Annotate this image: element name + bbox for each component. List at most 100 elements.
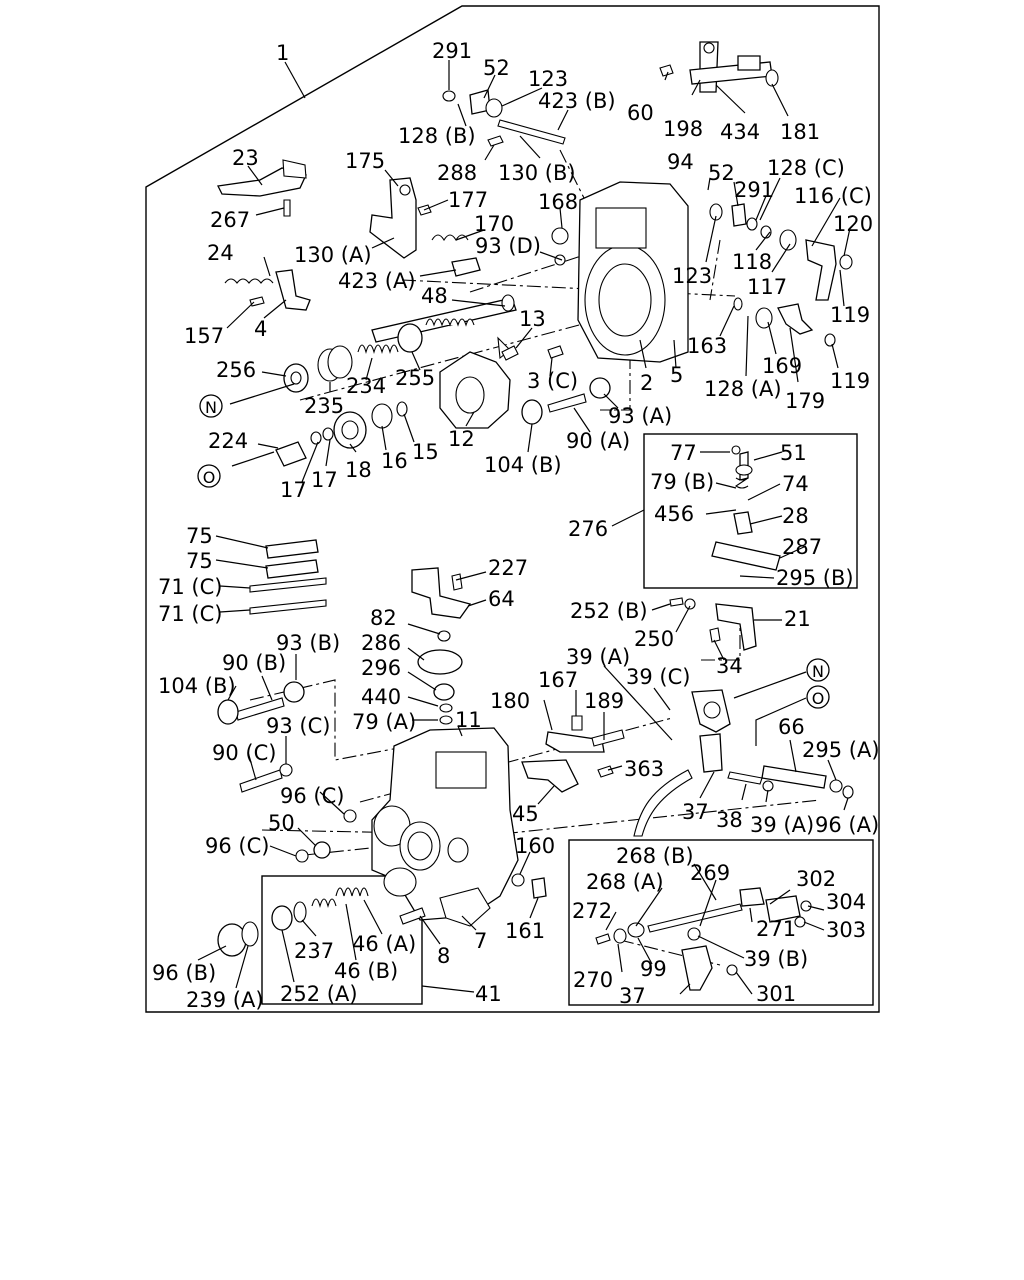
part-label: 255 — [395, 366, 435, 390]
part-label: 256 — [216, 358, 256, 382]
part-label: 90 (A) — [566, 429, 630, 453]
part-label: 96 (C) — [280, 784, 344, 808]
part-label: 93 (A) — [608, 404, 672, 428]
part-label: 52 — [483, 56, 510, 80]
part-label: 4 — [254, 317, 267, 341]
part-label: 37 — [682, 800, 709, 824]
part-label: 46 (B) — [334, 959, 398, 983]
part-label: 93 (B) — [276, 631, 340, 655]
part-label: 38 — [716, 808, 743, 832]
part-label: 28 — [782, 504, 809, 528]
part-label: 167 — [538, 668, 578, 692]
part-label: 250 — [634, 627, 674, 651]
part-label: 13 — [519, 307, 546, 331]
part-label: 8 — [437, 944, 450, 968]
part-label: 12 — [448, 427, 475, 451]
callout-o-right-text: O — [812, 689, 825, 708]
callout-n-right — [806, 658, 830, 682]
part-label: 268 (B) — [616, 844, 694, 868]
part-label: 175 — [345, 149, 385, 173]
part-label: 130 (A) — [294, 243, 372, 267]
part-label: 37 — [619, 984, 646, 1008]
part-label: 198 — [663, 117, 703, 141]
part-label: 117 — [747, 275, 787, 299]
part-label: 434 — [720, 120, 760, 144]
part-label: 276 — [568, 517, 608, 541]
part-label: 24 — [207, 241, 234, 265]
part-label: 268 (A) — [586, 870, 664, 894]
part-label: 291 — [432, 39, 472, 63]
part-label: 128 (B) — [398, 124, 476, 148]
part-label: 11 — [455, 708, 482, 732]
part-label: 64 — [488, 587, 515, 611]
part-label: 2 — [640, 371, 653, 395]
part-label: 94 — [667, 150, 694, 174]
part-label: 71 (C) — [158, 602, 222, 626]
subassembly-276-box — [643, 433, 858, 589]
part-label: 1 — [276, 41, 289, 65]
part-label: 18 — [345, 458, 372, 482]
part-label: 363 — [624, 757, 664, 781]
part-label: 163 — [687, 334, 727, 358]
part-label: 234 — [346, 374, 386, 398]
part-label: 39 (A) — [566, 645, 630, 669]
part-label: 119 — [830, 303, 870, 327]
part-label: 7 — [474, 929, 487, 953]
part-label: 60 — [627, 101, 654, 125]
part-label: 120 — [833, 212, 873, 236]
part-label: 75 — [186, 524, 213, 548]
part-label: 45 — [512, 802, 539, 826]
part-label: 301 — [756, 982, 796, 1006]
part-label: 21 — [784, 607, 811, 631]
part-label: 118 — [732, 250, 772, 274]
part-label: 227 — [488, 556, 528, 580]
part-label: 295 (B) — [776, 566, 854, 590]
part-label: 271 — [756, 917, 796, 941]
parts-drawing — [217, 41, 854, 991]
part-label: 17 — [311, 468, 338, 492]
part-label: 180 — [490, 689, 530, 713]
part-label: 237 — [294, 939, 334, 963]
part-label: 16 — [381, 449, 408, 473]
part-label: 51 — [780, 441, 807, 465]
part-label: 295 (A) — [802, 738, 880, 762]
part-label: 119 — [830, 369, 870, 393]
part-label: 82 — [370, 606, 397, 630]
diagram-frame — [145, 5, 880, 1013]
part-label: 96 (B) — [152, 961, 216, 985]
part-label: 160 — [515, 834, 555, 858]
part-label: 440 — [361, 685, 401, 709]
part-label: 189 — [584, 689, 624, 713]
part-label: 181 — [780, 120, 820, 144]
leader-lines — [197, 60, 851, 995]
part-label: 179 — [785, 389, 825, 413]
part-label: 169 — [762, 354, 802, 378]
part-label: 177 — [448, 188, 488, 212]
part-label: 99 — [640, 957, 667, 981]
callout-circles: N O N O — [197, 394, 830, 709]
callout-n-right-text: N — [812, 662, 824, 681]
part-label: 239 (A) — [186, 988, 264, 1012]
part-label: 96 (A) — [815, 813, 879, 837]
part-label: 104 (B) — [158, 674, 236, 698]
part-label: 41 — [475, 982, 502, 1006]
part-label: 77 — [670, 441, 697, 465]
part-label: 302 — [796, 867, 836, 891]
subassembly-linkage-box — [568, 839, 874, 1006]
part-label: 96 (C) — [205, 834, 269, 858]
part-label: 423 (A) — [338, 269, 416, 293]
part-label: 15 — [412, 440, 439, 464]
part-label: 304 — [826, 890, 866, 914]
part-label: 235 — [304, 394, 344, 418]
part-labels: 1 291 52 123 423 (B) 60 198 434 181 128 … — [152, 39, 880, 1012]
part-label: 128 (A) — [704, 377, 782, 401]
part-label: 288 — [437, 161, 477, 185]
part-label: 74 — [782, 472, 809, 496]
part-label: 66 — [778, 715, 805, 739]
part-label: 39 (C) — [626, 665, 690, 689]
part-label: 252 (B) — [570, 599, 648, 623]
part-label: 157 — [184, 324, 224, 348]
part-label: 456 — [654, 502, 694, 526]
part-label: 130 (B) — [498, 161, 576, 185]
